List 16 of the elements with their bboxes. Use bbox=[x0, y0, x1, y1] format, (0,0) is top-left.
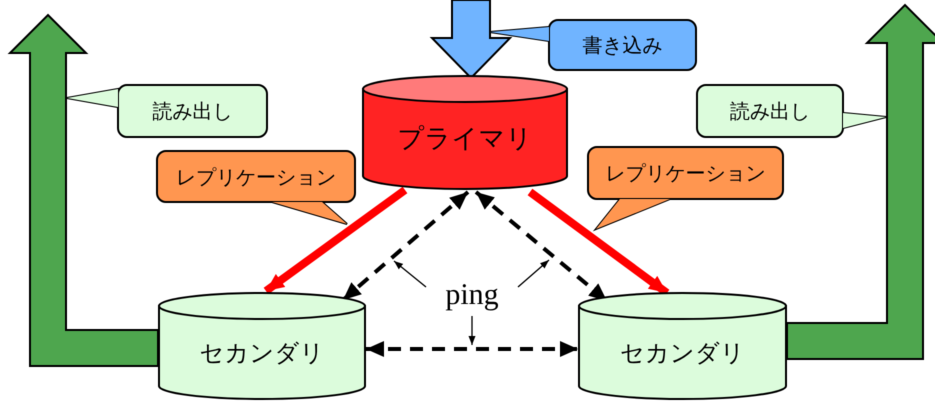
cylinder-label: プライマリ bbox=[398, 126, 532, 152]
pointer-arrow bbox=[518, 260, 550, 288]
arrow bbox=[366, 341, 578, 357]
block-arrow bbox=[8, 14, 159, 367]
bubble-label: レプリケーション bbox=[606, 163, 766, 183]
bubble-label: 書き込み bbox=[582, 35, 662, 55]
block-arrow bbox=[786, 4, 935, 360]
arrow bbox=[264, 186, 408, 294]
pointer-arrow bbox=[394, 260, 426, 288]
bubble-label: 読み出し bbox=[152, 101, 232, 121]
bubble-label: 読み出し bbox=[730, 101, 810, 121]
text-label: ping bbox=[434, 275, 510, 315]
bubble-label: レプリケーション bbox=[176, 166, 336, 186]
pointer-arrow bbox=[468, 316, 476, 345]
cylinder-label: セカンダリ bbox=[620, 340, 745, 364]
cylinder-label: セカンダリ bbox=[200, 340, 324, 364]
